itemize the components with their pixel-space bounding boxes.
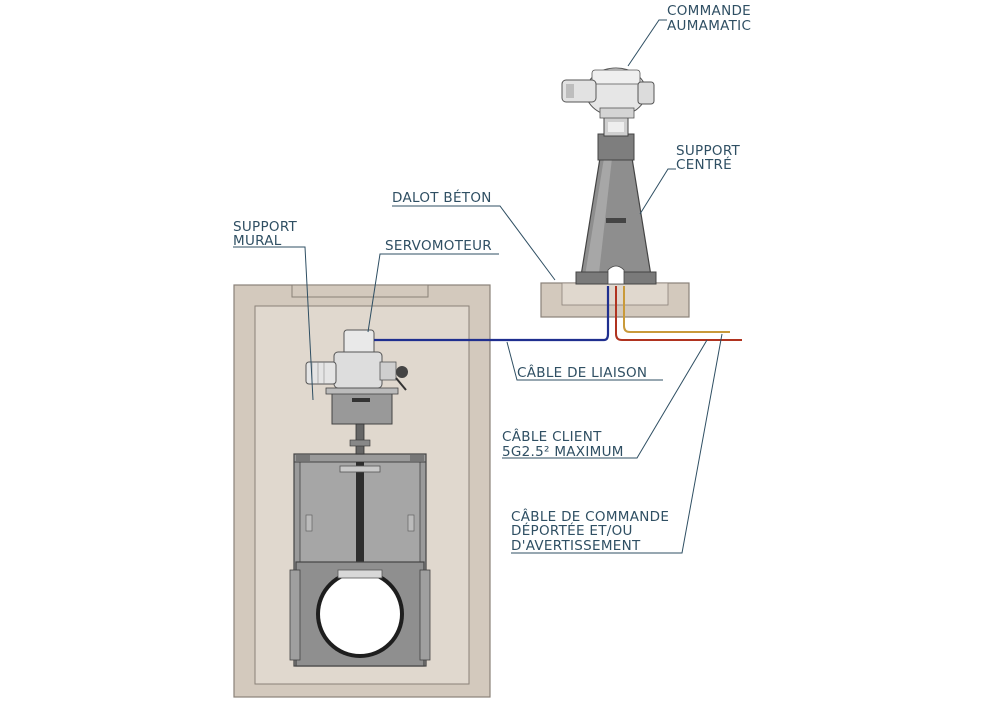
cable-liaison-line: [374, 286, 610, 342]
aumamatic-control: [561, 67, 655, 119]
svg-text:D'AVERTISSEMENT: D'AVERTISSEMENT: [511, 538, 641, 554]
label-line: CÂBLE DE COMMANDE: [511, 507, 669, 525]
svg-text:CENTRÉ: CENTRÉ: [676, 156, 732, 173]
svg-text:CÂBLE CLIENT: CÂBLE CLIENT: [502, 427, 602, 445]
label-line: DALOT BÉTON: [392, 189, 492, 206]
label-line: 5G2.5² MAXIMUM: [502, 444, 624, 460]
wall-support: [325, 387, 399, 455]
central-support: [575, 115, 657, 285]
svg-text:MURAL: MURAL: [233, 233, 282, 249]
servomotor: [305, 329, 408, 391]
label-line: COMMANDE: [667, 3, 751, 19]
label-servomoteur: SERVOMOTEUR: [385, 238, 492, 254]
svg-text:5G2.5² MAXIMUM: 5G2.5² MAXIMUM: [502, 444, 624, 460]
label-line: DÉPORTÉE ET/OU: [511, 522, 633, 539]
label-line: SUPPORT: [676, 143, 741, 159]
label-line: CENTRÉ: [676, 156, 732, 173]
label-line: D'AVERTISSEMENT: [511, 538, 641, 554]
label-line: CÂBLE CLIENT: [502, 427, 602, 445]
label-commande-aumamatic: COMMANDE AUMAMATIC: [667, 3, 751, 34]
svg-text:SUPPORT: SUPPORT: [233, 219, 298, 235]
label-line: SUPPORT: [233, 219, 298, 235]
label-support-centre: SUPPORT CENTRÉ: [676, 143, 741, 173]
cable-client-line: [615, 286, 742, 341]
svg-text:DALOT BÉTON: DALOT BÉTON: [392, 189, 492, 206]
svg-text:SUPPORT: SUPPORT: [676, 143, 741, 159]
sluice-gate: [289, 453, 431, 667]
label-line: AUMAMATIC: [667, 18, 751, 34]
cables: [374, 286, 742, 342]
svg-text:SERVOMOTEUR: SERVOMOTEUR: [385, 238, 492, 254]
svg-text:CÂBLE DE LIAISON: CÂBLE DE LIAISON: [517, 363, 647, 381]
cable-commande-line: [623, 286, 730, 333]
label-cable-liaison: CÂBLE DE LIAISON: [517, 363, 647, 381]
svg-text:CÂBLE DE COMMANDE: CÂBLE DE COMMANDE: [511, 507, 669, 525]
label-support-mural: SUPPORT MURAL: [233, 219, 298, 249]
label-line: SERVOMOTEUR: [385, 238, 492, 254]
label-cable-commande: CÂBLE DE COMMANDE DÉPORTÉE ET/OU D'AVERT…: [511, 507, 669, 554]
label-cable-client: CÂBLE CLIENT 5G2.5² MAXIMUM: [502, 427, 624, 460]
svg-text:AUMAMATIC: AUMAMATIC: [667, 18, 751, 34]
leader-lines: [233, 19, 723, 554]
svg-text:COMMANDE: COMMANDE: [667, 3, 751, 19]
label-dalot-beton: DALOT BÉTON: [392, 189, 492, 206]
label-line: MURAL: [233, 233, 282, 249]
svg-text:DÉPORTÉE ET/OU: DÉPORTÉE ET/OU: [511, 522, 633, 539]
label-line: CÂBLE DE LIAISON: [517, 363, 647, 381]
